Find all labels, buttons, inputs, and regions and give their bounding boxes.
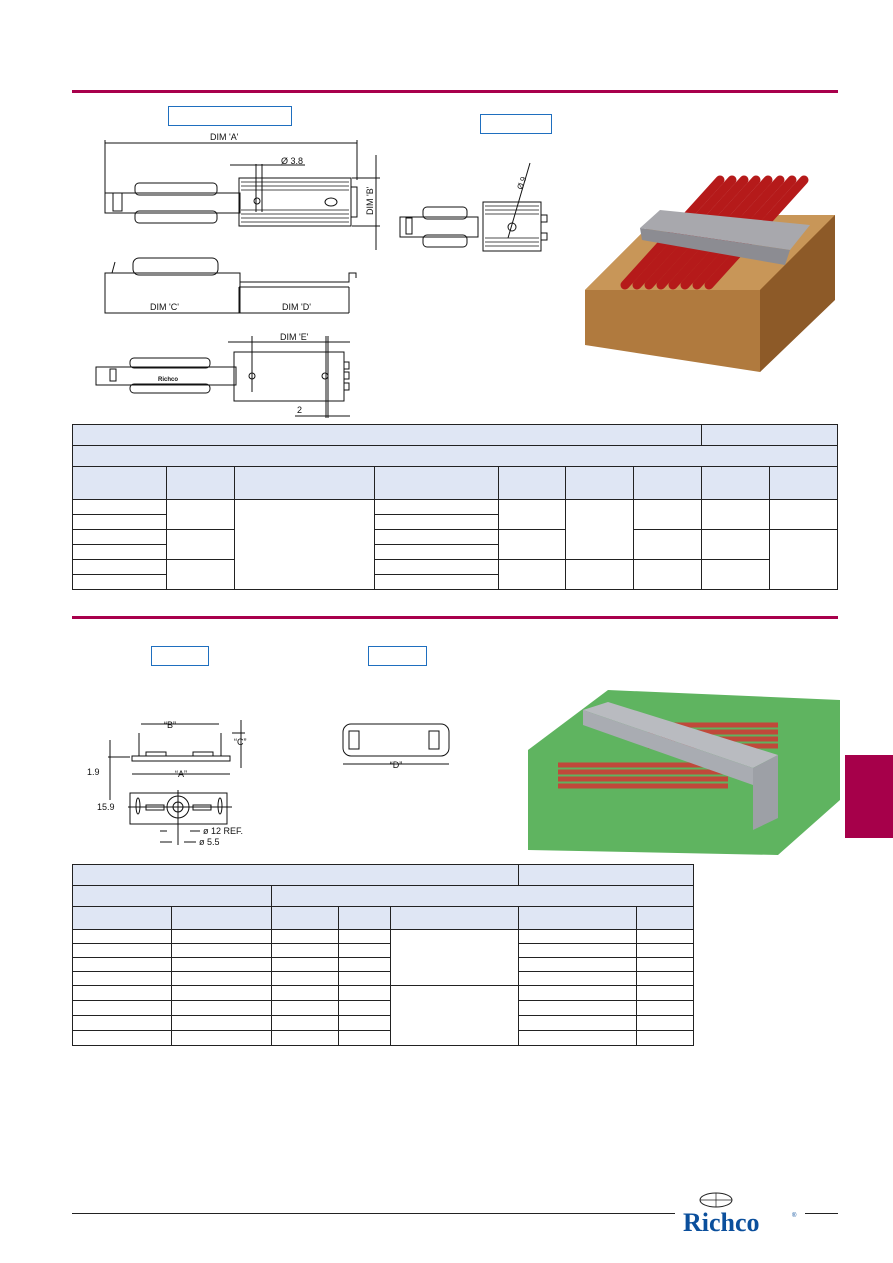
section-tab (845, 755, 893, 838)
dim-b-label: DIM 'B' (365, 186, 375, 215)
label-box (151, 646, 209, 666)
product-photo-cable-clamp (585, 175, 835, 372)
embossed-logo: Richco (158, 377, 178, 383)
richco-logo: Richco ® (683, 1192, 797, 1237)
hole2-label: Ø 9 (515, 175, 528, 191)
dim-c-label: “C” (234, 737, 247, 747)
technical-drawing-top: DIM 'A' Ø 3.8 DIM 'B' DIM 'C' DIM 'D' DI… (95, 132, 548, 418)
section-divider (72, 90, 838, 93)
dim-e-label: DIM 'E' (280, 332, 309, 342)
label-box (168, 106, 292, 126)
height-label: 1.9 (87, 767, 100, 777)
footer-rule (805, 1213, 838, 1214)
dim-c-label: DIM 'C' (150, 302, 179, 312)
hole-label: Ø 3.8 (281, 156, 303, 166)
footer-rule (72, 1213, 675, 1214)
product-photo-cable-support (528, 690, 840, 855)
dim-d-label: “D” (390, 760, 403, 770)
dim-a-label: “A” (175, 769, 187, 779)
spec-table-1 (71, 424, 839, 590)
ref-diameter-label: ø 12 REF. (203, 826, 243, 836)
dim-d-label: DIM 'D' (282, 302, 311, 312)
logo-text: Richco (683, 1208, 760, 1237)
hole-label: ø 5.5 (199, 837, 220, 847)
technical-drawing-bottom: “B” “C” “A” 1.9 15.9 ø 12 REF. ø 5.5 “D” (87, 720, 450, 847)
dim-a-label: DIM 'A' (210, 132, 239, 142)
offset-label: 2 (297, 405, 302, 415)
spec-table-2 (71, 864, 695, 1046)
width-label: 15.9 (97, 802, 115, 812)
section-divider (72, 616, 838, 619)
dim-b-label: “B” (164, 720, 176, 730)
svg-text:®: ® (792, 1212, 797, 1219)
label-box (480, 114, 552, 134)
label-box (368, 646, 427, 666)
